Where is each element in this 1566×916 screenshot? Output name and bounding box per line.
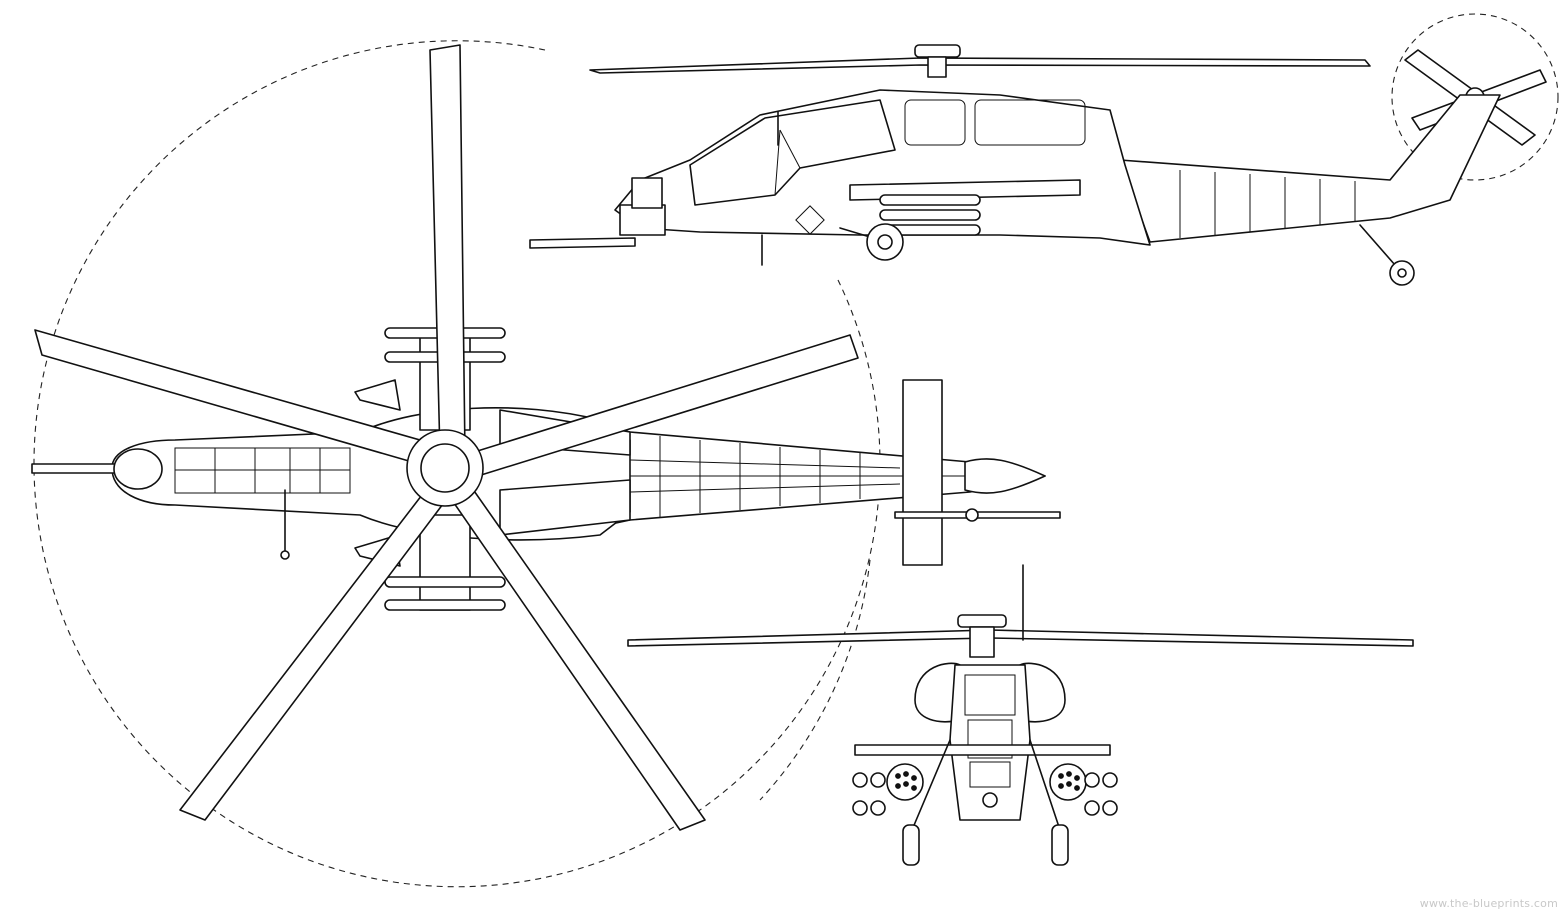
top-view: [31, 40, 1061, 888]
top-rotor-disc-lower: [759, 559, 871, 801]
side-nose-sensor: [619, 204, 666, 236]
top-tail-rotor-hub: [965, 508, 979, 522]
top-nose-gun: [31, 463, 116, 474]
side-main-wheel-hub: [877, 234, 893, 250]
top-tail-fairing: [964, 458, 1046, 494]
front-gear-strut-right: [1029, 739, 1061, 831]
side-rotor-hub: [914, 44, 961, 58]
top-horizontal-stabilizer: [902, 379, 943, 566]
front-main-rotor-blade: [627, 629, 1414, 647]
side-nose-gun: [529, 237, 636, 249]
side-tail-gear-strut: [1359, 224, 1396, 266]
side-tail-wheel-hub: [1397, 268, 1407, 278]
front-gun-turret: [982, 792, 998, 808]
top-nose-sensor: [113, 448, 163, 490]
front-rotor-mast: [969, 626, 995, 658]
side-tail-boom: [1119, 94, 1501, 243]
side-insignia: [795, 205, 825, 235]
side-canopy-frames: [774, 99, 1086, 196]
top-engine-right: [499, 479, 631, 536]
top-probe-tip: [280, 550, 290, 560]
top-tail-boom-panels: [629, 436, 970, 517]
side-tail-rotor-disc: [1391, 13, 1559, 181]
front-view: [627, 564, 1414, 866]
top-cockpit-frames: [174, 447, 351, 494]
side-canopy: [689, 99, 896, 206]
front-canopy: [964, 674, 1016, 788]
front-missiles: [852, 772, 1118, 816]
top-blade-lower-left: [179, 477, 456, 821]
front-wheel-right: [1051, 824, 1069, 866]
top-stub-wing-lower: [419, 514, 471, 611]
side-main-rotor-blade: [589, 57, 1371, 74]
side-rotor-mast: [927, 56, 947, 78]
front-rocket-tubes: [895, 771, 1080, 791]
side-tail-boom-panels: [1179, 170, 1356, 238]
front-rotor-hub: [957, 614, 1007, 628]
front-gear-strut-left: [911, 739, 951, 831]
watermark: www.the-blueprints.com: [1419, 897, 1558, 910]
side-nose-turret: [631, 177, 663, 209]
side-view: [529, 13, 1559, 286]
front-wheel-left: [902, 824, 920, 866]
side-missiles: [879, 194, 981, 236]
front-stub-wings: [854, 744, 1111, 756]
top-main-rotor: [34, 44, 859, 831]
top-rotor-hub: [420, 443, 470, 493]
